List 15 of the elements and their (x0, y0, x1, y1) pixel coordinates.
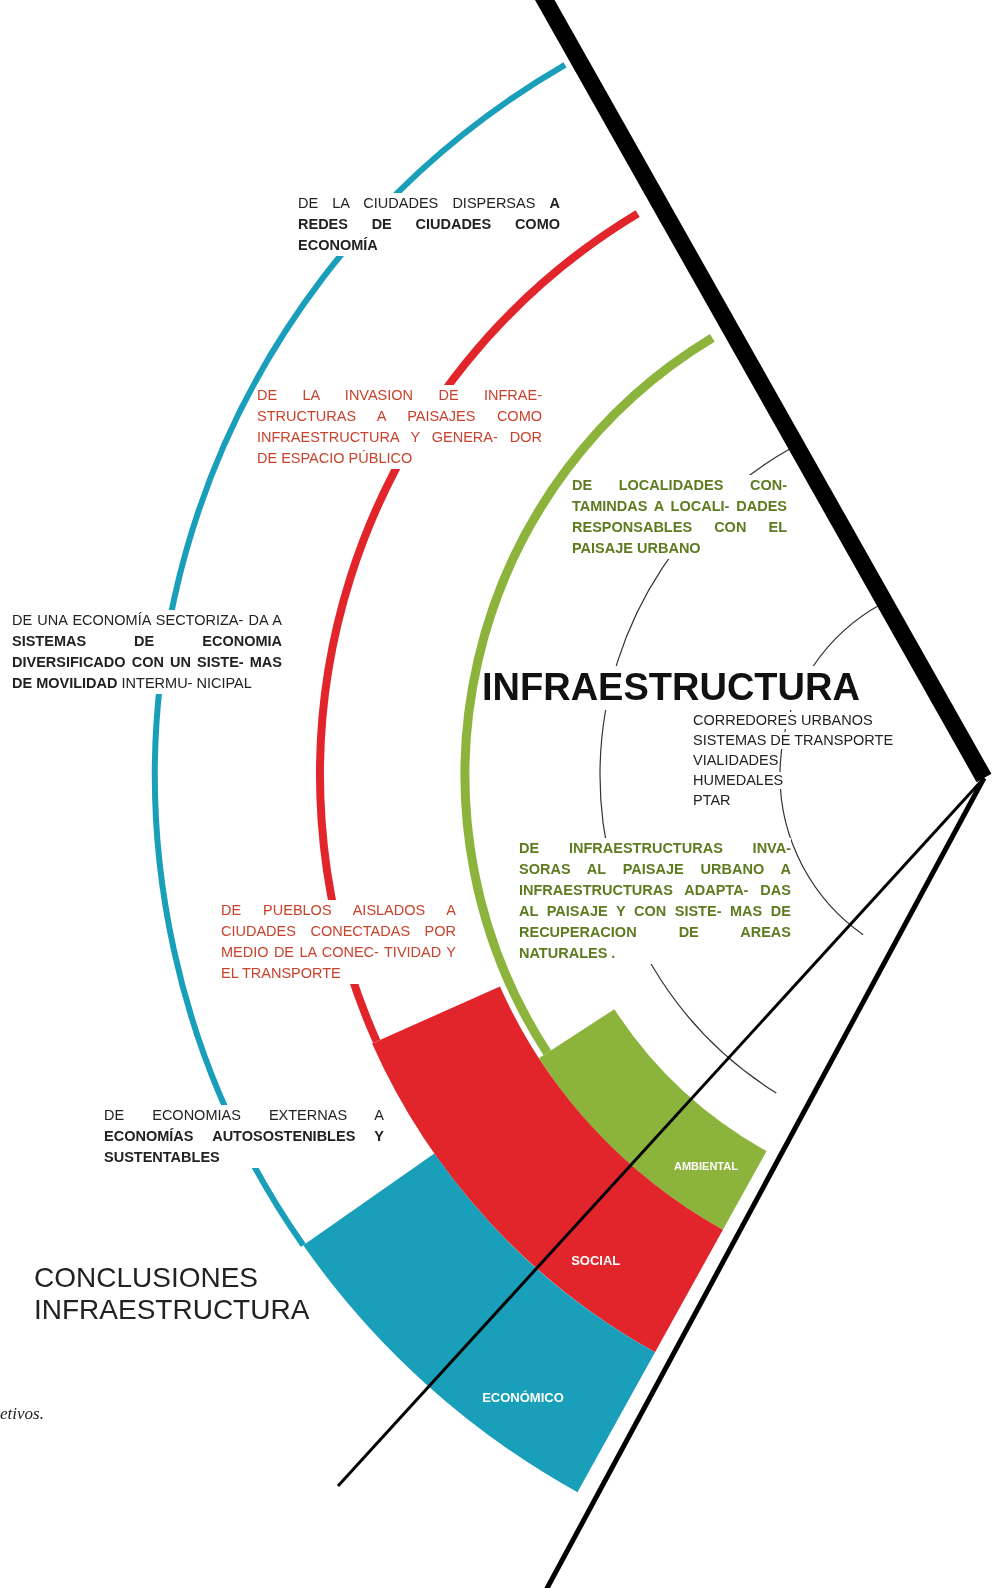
statement-text: DE LA CIUDADES DISPERSAS A REDES DE CIUDADES COMO ECONOMÍA (298, 193, 560, 257)
statement-text: DE ECONOMIAS EXTERNAS A ECONOMÍAS AUTOSOSTENIBLES Y SUSTENTABLES (104, 1105, 384, 1169)
segment-label: ECONÓMICO (482, 1389, 564, 1405)
list-item: HUMEDALES (693, 772, 784, 789)
statement-text: DE LA INVASION DE INFRAE- STRUCTURAS A PAISAJES COMO INFRAESTRUCTURA Y GENERA- DOR DE ESPACIO PÚBLICO (257, 385, 542, 470)
statement-text: DE UNA ECONOMÍA SECTORIZA- DA A SISTEMAS DE ECONOMIA DIVERSIFICADO CON UN SISTE- MAS DE MOVILIDAD INTERMU- NICIPAL (12, 610, 282, 695)
segment-label: SOCIAL (571, 1252, 621, 1268)
statement-text: DE LOCALIDADES CON- TAMINDAS A LOCALI- DADES RESPONSABLES CON EL PAISAJE URBANO (572, 475, 787, 560)
center-heading: INFRAESTRUCTURA (482, 666, 860, 710)
list-item: SISTEMAS DE TRANSPORTE (693, 732, 894, 749)
statement-text: DE INFRAESTRUCTURAS INVA- SORAS AL PAISAJE URBANO A INFRAESTRUCTURAS ADAPTA- DAS AL PAISAJE Y CON SISTE- MAS DE RECUPERACION DE AREAS NATURALES . (519, 838, 791, 965)
page-title: CONCLUSIONES INFRAESTRUCTURA (34, 1262, 311, 1327)
statement-text: DE PUEBLOS AISLADOS A CIUDADES CONECTADAS POR MEDIO DE LA CONEC- TIVIDAD Y EL TRANSPORTE (221, 900, 456, 985)
list-item: CORREDORES URBANOS (693, 712, 873, 729)
segment-label: AMBIENTAL (673, 1160, 738, 1173)
